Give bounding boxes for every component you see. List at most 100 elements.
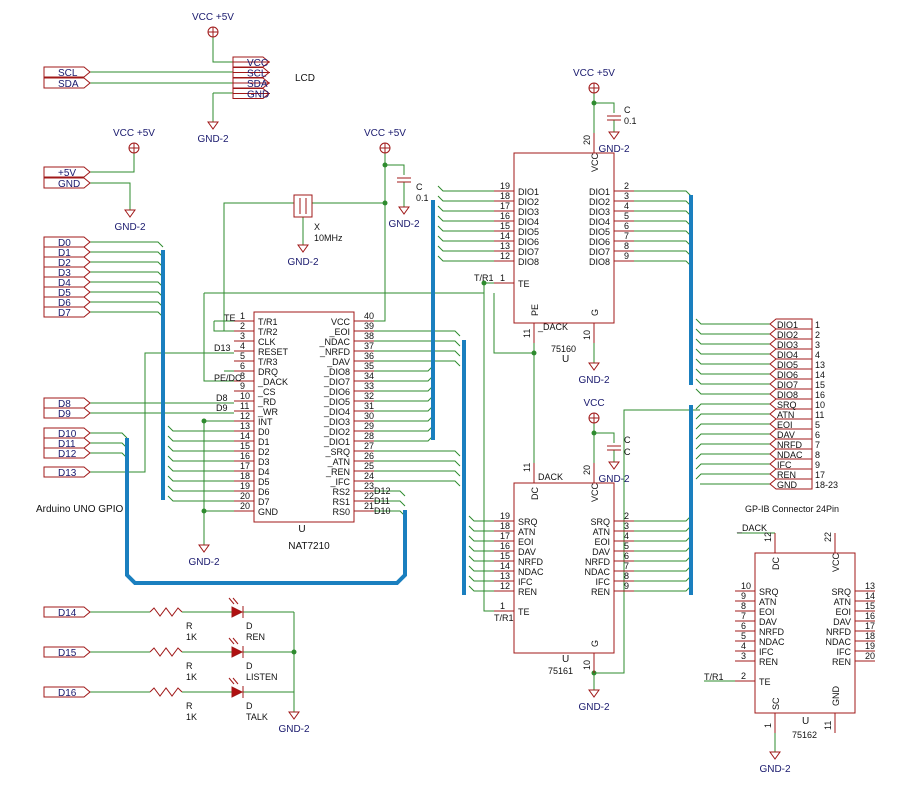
gpib-pin-box xyxy=(769,348,813,360)
u75162-body xyxy=(754,552,856,714)
wire xyxy=(374,480,461,487)
wire xyxy=(203,510,234,545)
wire xyxy=(634,210,692,217)
led-r-2: R xyxy=(186,701,193,711)
u75161-gnd-label: GND-2 xyxy=(578,702,610,713)
u75162-pin-num: 5 xyxy=(741,631,746,641)
u75160-vcc: VCC xyxy=(590,152,600,172)
nat-pin-rd: _RD xyxy=(257,397,277,407)
nat-pin-eoi: _EOI xyxy=(328,327,350,337)
wire xyxy=(493,293,535,354)
wire xyxy=(90,442,128,449)
nat-pin-ren: _REN xyxy=(325,467,350,477)
wire xyxy=(374,153,386,322)
nat-pin-dio1: _DIO1 xyxy=(323,437,350,447)
led-ray xyxy=(232,597,239,605)
nat-pin-d1: D1 xyxy=(258,437,270,447)
u75161-pin-num: 19 xyxy=(500,511,510,521)
gpib-pin-dio4: DIO4 xyxy=(777,350,798,360)
nat-pin-num: 8 xyxy=(240,371,245,381)
u75160-pe: PE xyxy=(530,304,540,316)
crystal-gnd-symbol xyxy=(297,244,309,253)
wire xyxy=(695,378,770,385)
gpib-pin-box xyxy=(769,408,813,420)
led-port-talk-text: D16 xyxy=(58,688,77,699)
port-d3 xyxy=(43,266,91,278)
p5v-port-text: +5V xyxy=(58,168,76,179)
led-d-0: D xyxy=(246,621,253,631)
wire xyxy=(634,190,692,197)
nat-pin-ndac: _NDAC xyxy=(318,337,350,347)
wire xyxy=(695,403,770,410)
u75160-pin-num: 12 xyxy=(500,251,510,261)
u75162-gnd-symbol xyxy=(769,751,781,760)
u75161-pin-r-ndac: NDAC xyxy=(584,567,610,577)
wire xyxy=(167,465,234,472)
gpib-pin-nrfd: NRFD xyxy=(777,440,802,450)
u75162-pin-num: 10 xyxy=(741,581,751,591)
u75162-pin-r-srq: SRQ xyxy=(831,587,851,597)
u75160-gnd-symbol xyxy=(588,362,600,371)
nat-pin-num: 6 xyxy=(240,361,245,371)
u75160-body xyxy=(513,152,615,324)
nat-pin-d7: D7 xyxy=(258,497,270,507)
port-d12-text: D12 xyxy=(58,449,77,460)
gpib-pin-num-2: 3 xyxy=(815,340,820,350)
lcd-pin-box xyxy=(232,77,270,89)
nat-pin-dav: _DAV xyxy=(326,357,350,367)
nat-pin-nrfd: _NRFD xyxy=(319,347,351,357)
wire xyxy=(468,525,494,532)
wire xyxy=(634,545,692,552)
gpib-pin-dio1: DIO1 xyxy=(777,320,798,330)
lcd-pin-vcc: VCC xyxy=(247,58,268,69)
u75162-pin-num: 7 xyxy=(741,611,746,621)
arduino-gnd-label: GND-2 xyxy=(114,222,146,233)
wire xyxy=(634,555,692,562)
u75162-pin-num: 8 xyxy=(741,601,746,611)
nat-pin-num: 27 xyxy=(364,441,374,451)
nat-pin-rs1: RS1 xyxy=(332,497,350,507)
wire xyxy=(634,260,692,267)
wire xyxy=(695,358,770,365)
wire xyxy=(374,365,434,372)
wire xyxy=(437,185,494,192)
led-rv-2: 1K xyxy=(186,712,197,722)
wire xyxy=(90,452,128,459)
gpib-pin-num-1: 2 xyxy=(815,330,820,340)
nat-pin-dio4: _DIO4 xyxy=(323,407,350,417)
gpib-pin-dio3: DIO3 xyxy=(777,340,798,350)
wire xyxy=(634,250,692,257)
u75161-pin-ren: REN xyxy=(518,587,537,597)
crystal-body xyxy=(293,194,313,218)
junction-dot xyxy=(291,649,297,655)
u75161-vcc-sym-label: VCC xyxy=(583,398,604,409)
port-d11-text: D11 xyxy=(58,439,76,450)
nat-pin-cs: _CS xyxy=(257,387,276,397)
gpib-pin-box xyxy=(769,378,813,390)
u75162-pin-num: 17 xyxy=(865,621,875,631)
wire xyxy=(374,330,461,337)
led-ren xyxy=(231,606,244,618)
u75160-pin-num: 6 xyxy=(624,221,629,231)
u75160-pin-r-dio2: DIO2 xyxy=(589,197,610,207)
nat7210-ref: U xyxy=(298,524,305,535)
port-d0-text: D0 xyxy=(58,238,71,249)
wire xyxy=(374,460,461,467)
u75162-pin-nrfd: NRFD xyxy=(759,627,784,637)
wire xyxy=(167,485,234,492)
lcd-gnd-symbol xyxy=(207,121,219,130)
rs-bus xyxy=(125,438,407,585)
nat-pin-num: 11 xyxy=(240,401,249,411)
nat-pin-num: 36 xyxy=(364,351,374,361)
nat-pin-dack: _DACK xyxy=(257,377,288,387)
u75162-pin-r-nrfd: NRFD xyxy=(826,627,851,637)
wire xyxy=(374,425,434,432)
u75160-te-num: 1 xyxy=(500,273,505,283)
nat-pin-num: 29 xyxy=(364,421,374,431)
wire xyxy=(594,432,615,443)
u75161-pin-r-eoi: EOI xyxy=(594,537,610,547)
u75160-pin-num: 2 xyxy=(624,181,629,191)
gpib-pin-dio8: DIO8 xyxy=(777,390,798,400)
nat-pin-num: 18 xyxy=(240,471,250,481)
nat-pin-dio6: _DIO6 xyxy=(323,387,350,397)
